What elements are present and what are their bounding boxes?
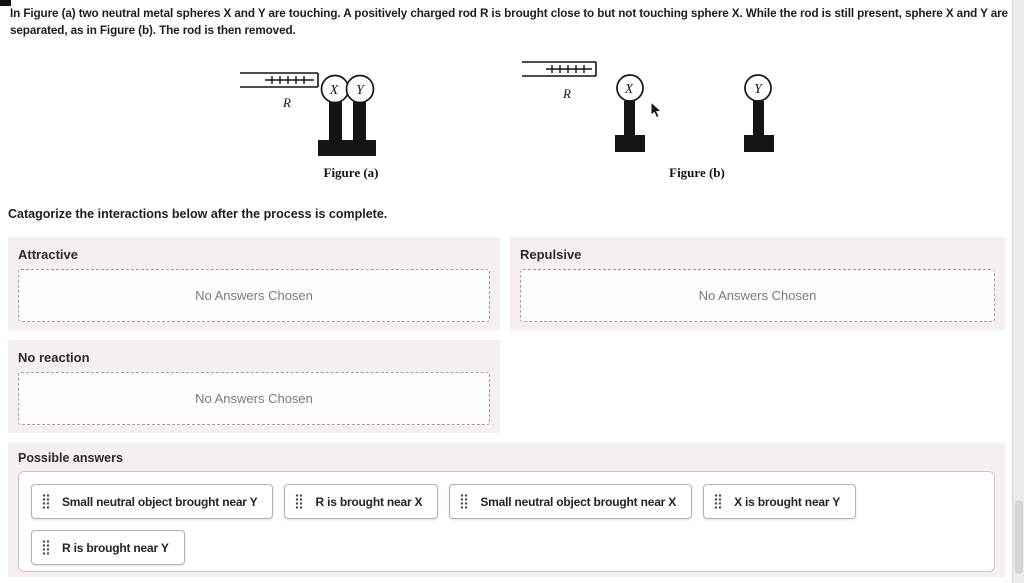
dropzone-attractive[interactable]: No Answers Chosen xyxy=(18,269,490,322)
vertical-scrollbar[interactable] xyxy=(1012,0,1024,583)
empty-dropzone-text: No Answers Chosen xyxy=(698,288,817,303)
charged-rod-icon xyxy=(522,61,597,77)
stand-base-y-b xyxy=(744,135,774,152)
stand-post-y-b xyxy=(753,101,764,135)
answer-chip[interactable]: X is brought near Y xyxy=(703,484,857,519)
physics-figures: R X Y Figure (a) R X xyxy=(240,61,774,180)
possible-answers-panel: Possible answers Small neutral object br… xyxy=(8,443,1005,577)
sphere-x-label-b: X xyxy=(624,81,634,96)
scrollbar-thumb[interactable] xyxy=(1015,500,1023,574)
answer-chip-label: Small neutral object brought near X xyxy=(480,494,677,509)
figure-b: R X Y Figure (b) xyxy=(522,61,774,180)
category-label-attractive: Attractive xyxy=(18,247,78,262)
question-text: In Figure (a) two neutral metal spheres … xyxy=(10,7,1008,37)
sphere-y-label-a: Y xyxy=(356,82,365,97)
stand-post-x-a xyxy=(329,102,342,140)
mouse-pointer-icon xyxy=(650,100,663,119)
rod-label-b: R xyxy=(562,86,571,101)
possible-answers-label: Possible answers xyxy=(18,451,123,465)
category-label-no-reaction: No reaction xyxy=(18,350,90,365)
drag-handle-icon[interactable] xyxy=(294,493,304,510)
category-label-repulsive: Repulsive xyxy=(520,247,582,262)
drag-handle-icon[interactable] xyxy=(41,539,51,556)
instruction-text: Catagorize the interactions below after … xyxy=(8,207,388,221)
possible-answers-box: Small neutral object brought near Y R is… xyxy=(18,471,995,572)
window-edge-artifact xyxy=(0,0,11,6)
drag-handle-icon[interactable] xyxy=(459,493,469,510)
answer-chip[interactable]: Small neutral object brought near X xyxy=(449,484,693,519)
stand-post-x-b xyxy=(624,101,635,135)
sphere-y-label-b: Y xyxy=(754,81,763,96)
category-panel-attractive: Attractive No Answers Chosen xyxy=(8,237,500,330)
answer-chip-label: X is brought near Y xyxy=(734,494,841,509)
sphere-y-b xyxy=(744,74,772,102)
empty-dropzone-text: No Answers Chosen xyxy=(195,391,313,406)
sphere-x-b xyxy=(616,74,644,102)
answer-chip[interactable]: R is brought near Y xyxy=(31,530,185,565)
rod-label-a: R xyxy=(282,95,291,110)
figure-b-caption: Figure (b) xyxy=(669,165,725,180)
category-panel-no-reaction: No reaction No Answers Chosen xyxy=(8,340,500,433)
drag-handle-icon[interactable] xyxy=(41,493,51,510)
dropzone-repulsive[interactable]: No Answers Chosen xyxy=(520,269,995,322)
stand-base-x-b xyxy=(615,135,645,152)
drag-handle-icon[interactable] xyxy=(713,493,723,510)
sphere-y-a xyxy=(345,74,375,104)
answer-chip-label: R is brought near Y xyxy=(62,540,169,555)
empty-dropzone-text: No Answers Chosen xyxy=(195,288,313,303)
category-panel-repulsive: Repulsive No Answers Chosen xyxy=(510,237,1005,330)
charged-rod-icon xyxy=(240,72,319,88)
answer-chip-label: Small neutral object brought near Y xyxy=(62,494,258,509)
figure-a: R X Y Figure (a) xyxy=(240,72,379,180)
stand-post-y-a xyxy=(353,102,366,140)
answer-chip[interactable]: Small neutral object brought near Y xyxy=(31,484,274,519)
sphere-x-label-a: X xyxy=(329,82,339,97)
figure-a-caption: Figure (a) xyxy=(324,165,379,180)
stand-base-a xyxy=(318,140,376,156)
answer-chip-label: R is brought near X xyxy=(315,494,423,509)
dropzone-no-reaction[interactable]: No Answers Chosen xyxy=(18,372,490,425)
answer-chip[interactable]: R is brought near X xyxy=(284,484,439,519)
